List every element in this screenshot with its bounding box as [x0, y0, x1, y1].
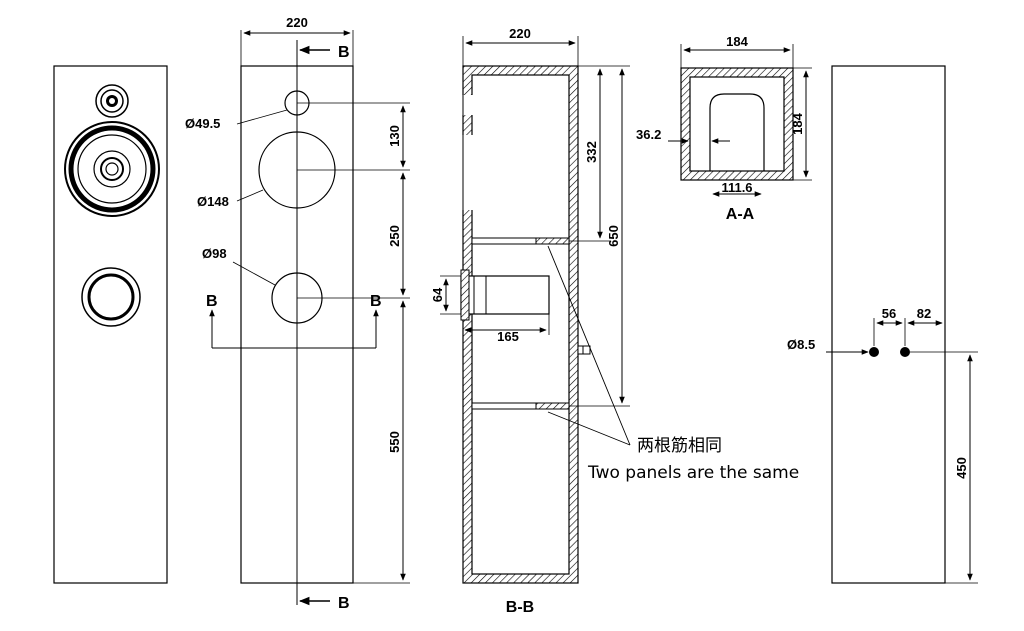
tweeter-icon	[95, 84, 129, 118]
spacing-a-label: 56	[882, 306, 896, 321]
front-panel-outline	[53, 65, 168, 584]
height-total-label: 650	[606, 225, 621, 247]
baffle-width-label: 220	[286, 15, 308, 30]
panel-note: 两根筋相同 Two panels are the same	[587, 436, 799, 483]
rear-height-label: 450	[954, 457, 969, 479]
hole-small-label: Ø49.5	[185, 116, 220, 131]
outer-width-label: 184	[726, 34, 748, 49]
top-section-title: A-A	[726, 206, 755, 223]
section-view: 220 165 64 3	[430, 26, 631, 616]
terminal-hole-right	[900, 347, 910, 357]
section-marker-bottom: B	[338, 595, 350, 612]
note-chinese: 两根筋相同	[637, 436, 722, 456]
section-width-label: 220	[509, 26, 531, 41]
section-marker-right: B	[370, 293, 382, 310]
note-english: Two panels are the same	[587, 463, 799, 483]
spacing-mid-label: 250	[387, 225, 402, 247]
hole-mid-label: Ø148	[197, 194, 229, 209]
port-depth-label: 165	[497, 329, 519, 344]
inner-width-label: 111.6	[721, 180, 752, 195]
section-marker-top: B	[338, 44, 350, 61]
port-height-label: 64	[430, 287, 445, 302]
spacing-bottom-label: 550	[387, 431, 402, 453]
section-title: B-B	[506, 599, 534, 616]
front-view	[53, 65, 168, 584]
woofer-icon	[64, 121, 160, 217]
terminal-hole-left	[869, 347, 879, 357]
spacing-top-label: 130	[387, 125, 402, 147]
height-top-label: 332	[584, 141, 599, 163]
port-tube	[460, 275, 550, 315]
rear-hole-label: Ø8.5	[787, 337, 815, 352]
hole-port-label: Ø98	[202, 246, 227, 261]
bass-port-icon	[81, 267, 141, 327]
dimension-view: 220 B B Ø49.5 Ø148 Ø98 130 250 550 B	[185, 15, 410, 612]
inner-offset-label: 36.2	[636, 127, 661, 142]
driver-recess	[709, 93, 765, 171]
rear-panel-outline	[831, 65, 946, 584]
spacing-b-label: 82	[917, 306, 931, 321]
section-marker-left: B	[206, 293, 218, 310]
top-section-view: 184 184 36.2 111.6 A-A	[636, 34, 812, 223]
rear-view: Ø8.5 56 82 450	[787, 65, 978, 584]
outer-height-label: 184	[790, 112, 805, 134]
